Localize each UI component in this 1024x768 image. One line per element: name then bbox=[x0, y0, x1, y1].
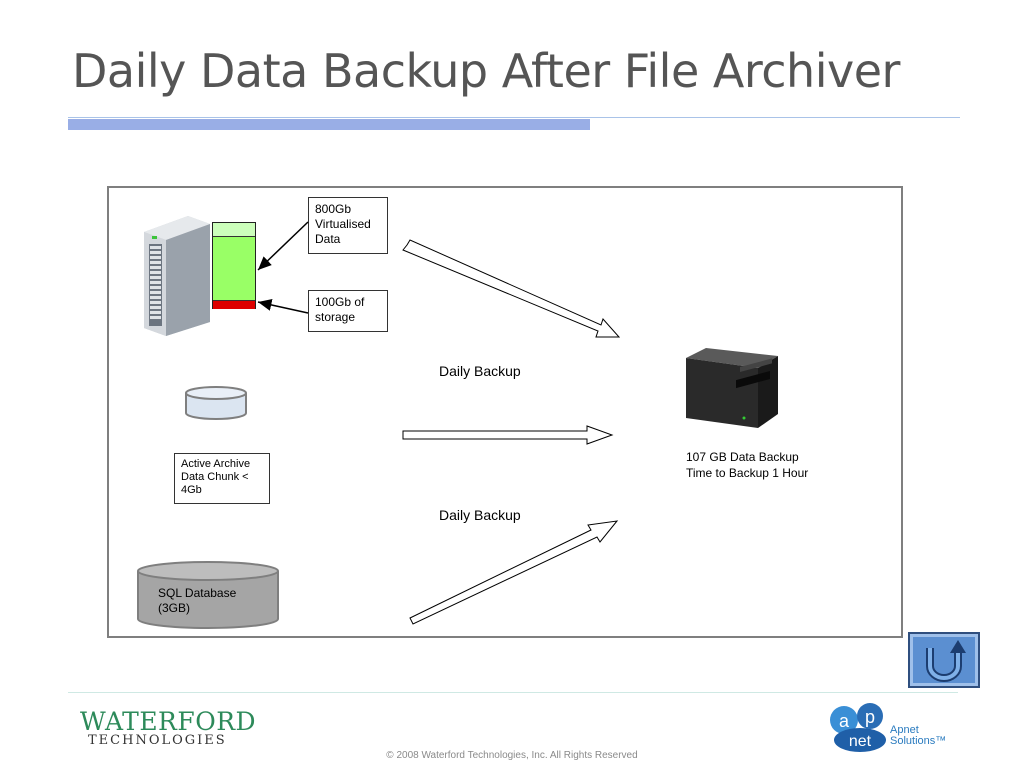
waterford-logo-tagline: TECHNOLOGIES bbox=[88, 733, 227, 748]
apnet-logo-text: Apnet Solutions™ bbox=[890, 725, 946, 747]
server-tower-icon bbox=[144, 216, 210, 336]
storage-bar bbox=[212, 222, 256, 309]
waterford-logo: WATERFORD bbox=[80, 707, 257, 736]
apnet-circle-a: a bbox=[839, 711, 850, 731]
storage-used-segment bbox=[213, 237, 255, 300]
daily-backup-label-1: Daily Backup bbox=[439, 363, 521, 379]
archive-cylinder-icon bbox=[185, 386, 247, 420]
apnet-name: Apnet bbox=[890, 724, 919, 736]
storage-free-segment bbox=[213, 223, 255, 237]
virtualised-data-box: 800Gb Virtualised Data bbox=[308, 197, 388, 254]
title-rule bbox=[68, 117, 960, 118]
pointer-storage bbox=[257, 299, 309, 314]
title-accent-bar bbox=[68, 119, 590, 130]
slide-title: Daily Data Backup After File Archiver bbox=[72, 44, 900, 98]
tape-drive-icon bbox=[686, 348, 778, 428]
backup-time-line: Time to Backup 1 Hour bbox=[686, 466, 809, 480]
backup-arrow-top bbox=[402, 239, 621, 338]
apnet-solutions: Solutions™ bbox=[890, 735, 947, 747]
return-u-icon bbox=[926, 640, 966, 682]
pointer-virtualised bbox=[257, 221, 309, 271]
daily-backup-label-2: Daily Backup bbox=[439, 507, 521, 523]
sql-database-label: SQL Database (3GB) bbox=[158, 586, 237, 615]
apnet-circle-net: net bbox=[849, 733, 872, 750]
database-cylinder-icon bbox=[137, 561, 279, 629]
backup-arrow-bottom bbox=[409, 520, 619, 625]
backup-arrow-middle bbox=[402, 425, 614, 445]
apnet-logo-icon: a p net bbox=[830, 703, 886, 752]
active-archive-box: Active Archive Data Chunk < 4Gb bbox=[174, 453, 270, 504]
copyright-notice: © 2008 Waterford Technologies, Inc. All … bbox=[386, 750, 638, 761]
footer-rule bbox=[68, 692, 958, 693]
storage-box: 100Gb of storage bbox=[308, 290, 388, 332]
backup-size-line: 107 GB Data Backup bbox=[686, 450, 799, 464]
return-button[interactable] bbox=[908, 632, 980, 688]
apnet-circle-p: p bbox=[865, 707, 875, 727]
storage-limit-segment bbox=[213, 300, 255, 309]
